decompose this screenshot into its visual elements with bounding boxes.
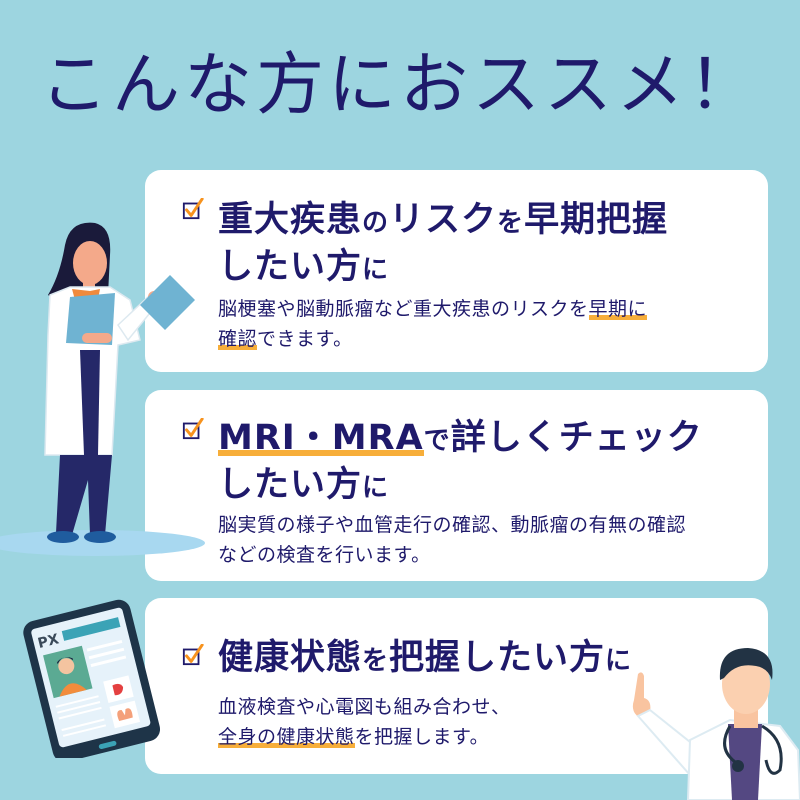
card-heading: 重大疾患のリスクを早期把握 したい方に (218, 200, 669, 287)
highlight: 早期に (588, 298, 648, 320)
female-doctor-illustration (0, 222, 205, 556)
lungs-icon (117, 708, 133, 721)
checkbox-checked-icon (182, 644, 204, 666)
checkbox-checked-icon (182, 198, 204, 220)
stomach-icon (112, 683, 124, 696)
card-description: 脳実質の様子や血管走行の確認、動脈瘤の有無の確認 などの検査を行います。 (218, 514, 687, 566)
card-description: 血液検査や心電図も組み合わせ、 全身の健康状態を把握します。 (218, 696, 511, 748)
recommendation-card-2: MRI・MRAで詳しくチェック したい方に 脳実質の様子や血管走行の確認、動脈瘤… (145, 390, 768, 581)
male-doctor-illustration (632, 648, 800, 800)
page-title: こんな方におススメ！ (39, 46, 760, 125)
highlight: MRI・MRA (218, 418, 424, 458)
card-heading: MRI・MRAで詳しくチェック したい方に (218, 418, 703, 505)
highlight: 確認 (218, 328, 258, 350)
card-heading: 健康状態を把握したい方に (218, 638, 633, 678)
card-description: 脳梗塞や脳動脈瘤など重大疾患のリスクを早期に 確認できます。 (218, 298, 648, 350)
checkbox-checked-icon (182, 418, 204, 440)
highlight: 全身の健康状態 (218, 726, 355, 748)
recommendation-card-3: 健康状態を把握したい方に 血液検査や心電図も組み合わせ、 全身の健康状態を把握し… (145, 598, 768, 774)
recommendation-card-1: 重大疾患のリスクを早期把握 したい方に 脳梗塞や脳動脈瘤など重大疾患のリスクを早… (145, 170, 768, 372)
medical-tablet-illustration: PX (23, 599, 161, 758)
tablet-label: PX (36, 631, 60, 652)
